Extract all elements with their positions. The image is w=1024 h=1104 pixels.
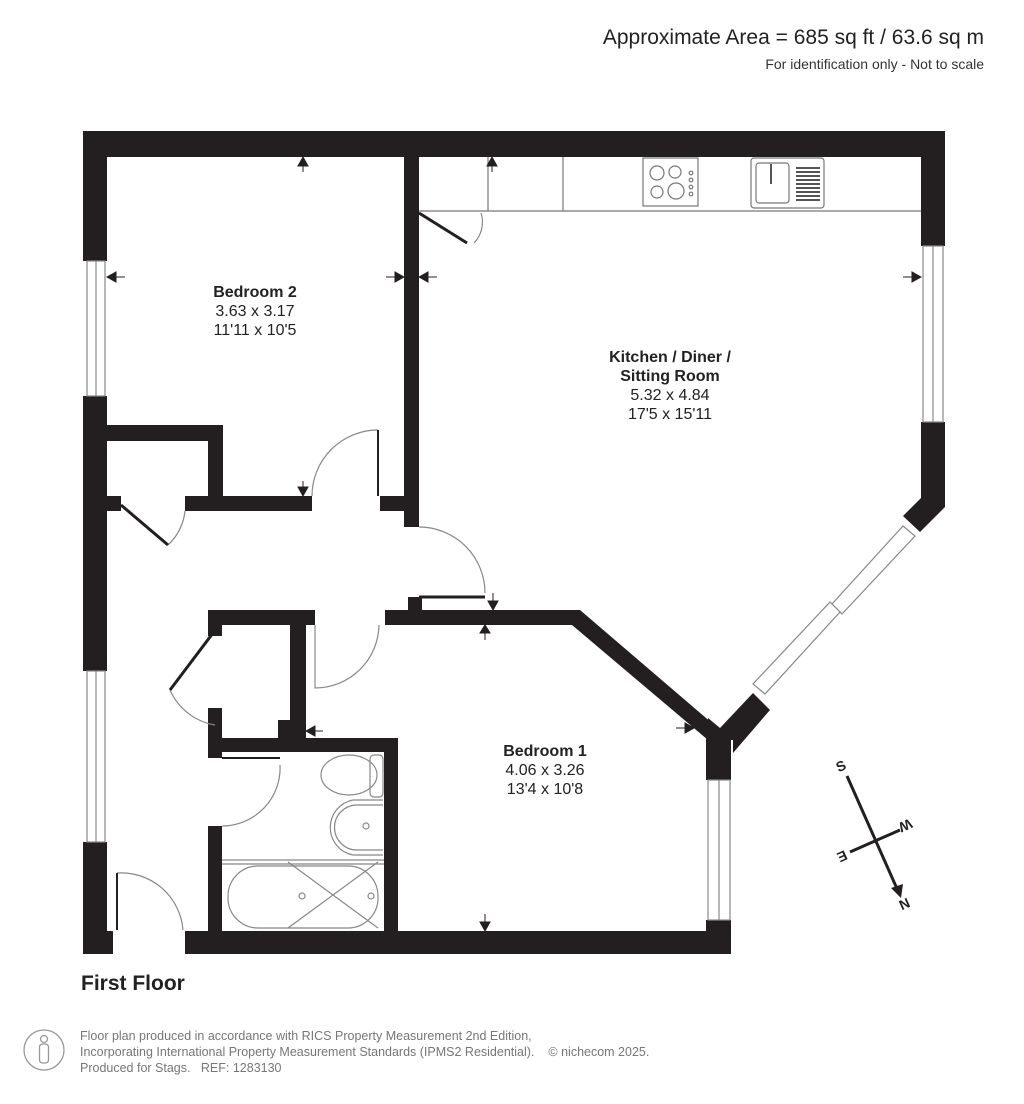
walls [83,131,945,954]
approximate-area: Approximate Area = 685 sq ft / 63.6 sq m [602,26,984,49]
room-imperial: 13'4 x 10'8 [506,781,584,798]
compass-north: N [897,895,913,914]
door-swings [116,212,486,931]
room-bedroom-1: Bedroom 1 4.06 x 3.26 13'4 x 10'8 [475,742,615,799]
sink-icon [750,157,825,209]
room-imperial: 17'5 x 15'11 [627,406,713,423]
room-imperial: 11'11 x 10'5 [213,322,297,339]
room-bedroom-2: Bedroom 2 3.63 x 3.17 11'11 x 10'5 [185,283,325,340]
footer: Floor plan produced in accordance with R… [22,1028,649,1076]
toilet-icon [320,754,378,796]
hob-icon [642,157,699,207]
bathroom-fixtures [222,754,384,929]
compass-west: W [896,816,915,836]
header: Approximate Area = 685 sq ft / 63.6 sq m… [603,24,984,72]
copyright: © nichecom 2025. [548,1045,650,1059]
room-kitchen-diner: Kitchen / Diner / Sitting Room 5.32 x 4.… [580,348,760,424]
compass-icon: S N W E [833,757,914,914]
measurement-arrows [105,155,923,933]
compass-east: E [835,847,850,865]
footer-line-3: Produced for Stags. REF: 1283130 [80,1061,282,1075]
room-name: Bedroom 2 [213,284,297,301]
room-metric: 4.06 x 3.26 [505,762,585,779]
compass-south: S [833,757,848,775]
door-leaves [116,211,485,930]
footer-line-1: Floor plan produced in accordance with R… [80,1029,532,1043]
footer-line-2: Incorporating International Property Mea… [80,1045,650,1059]
room-name-line2: Sitting Room [620,368,720,385]
scale-disclaimer: For identification only - Not to scale [765,56,984,72]
person-icon [23,1029,65,1071]
room-metric: 3.63 x 3.17 [215,303,295,320]
basin-icon [333,804,383,851]
floor-label: First Floor [81,972,185,995]
windows [86,245,944,921]
kitchen-worktop [419,157,921,212]
sink-drainer [770,164,820,201]
bath-icon [227,865,379,929]
room-metric: 5.32 x 4.84 [630,387,710,404]
room-name-line1: Kitchen / Diner / [609,349,731,366]
room-name: Bedroom 1 [503,743,587,760]
